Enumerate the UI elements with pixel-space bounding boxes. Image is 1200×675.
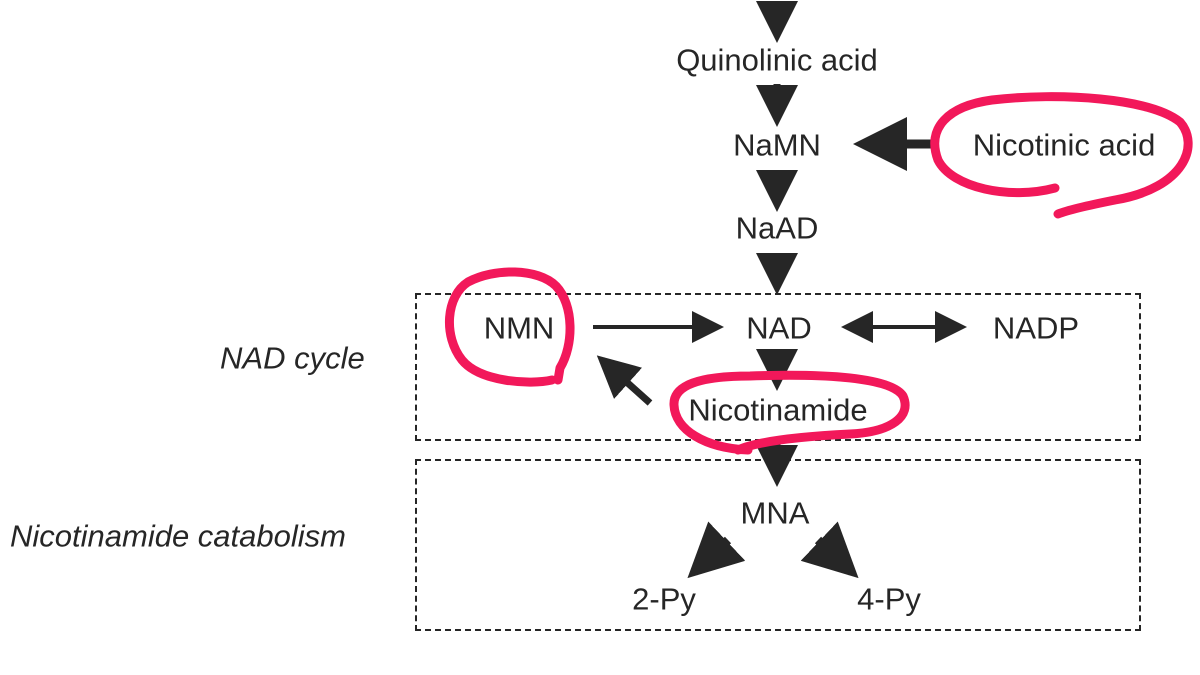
node-2-py: 2-Py (632, 581, 696, 617)
node-naad: NaAD (735, 210, 819, 246)
arrow-mna-to-2py (687, 521, 746, 579)
node-nmn: NMN (483, 310, 555, 346)
node-nicotinic-acid: Nicotinic acid (972, 127, 1156, 163)
node-mna: MNA (740, 495, 810, 531)
catabolism-box (415, 459, 1141, 631)
node-nadp: NADP (992, 310, 1080, 346)
node-quinolinic-acid: Quinolinic acid (676, 42, 878, 78)
node-nicotinamide: Nicotinamide (688, 392, 868, 428)
section-label-catabolism: Nicotinamide catabolism (10, 518, 346, 554)
arrow-mna-to-4py (800, 521, 859, 579)
node-nad: NAD (746, 310, 812, 346)
node-namn: NaMN (733, 127, 821, 163)
arrow-nicotinamide-to-nmn (596, 355, 653, 406)
node-4-py: 4-Py (857, 581, 921, 617)
section-label-nad-cycle: NAD cycle (220, 340, 365, 376)
